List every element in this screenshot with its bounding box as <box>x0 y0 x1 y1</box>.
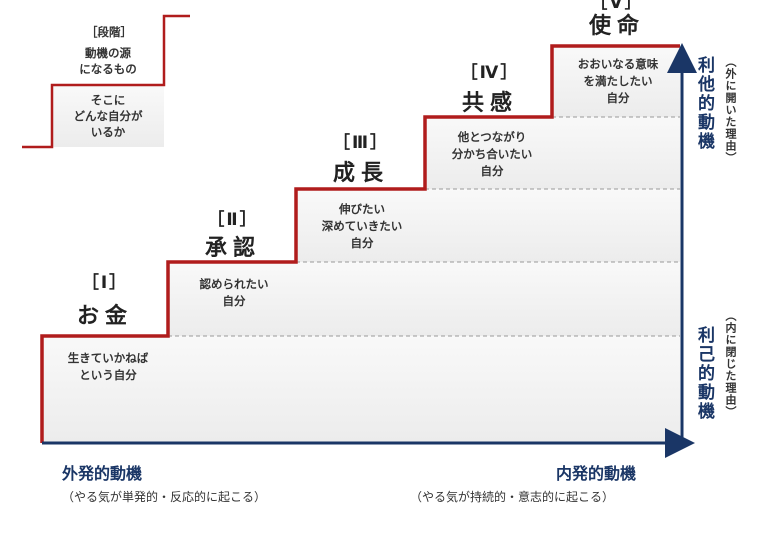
stage-5-name: 使命 <box>588 14 645 39</box>
stage-5-number: ［Ⅴ］ <box>590 0 644 13</box>
band-stage-1 <box>42 336 680 443</box>
stage-3-name: 成長 <box>332 161 389 186</box>
stage-4-number: ［Ⅳ］ <box>460 63 520 83</box>
band-stage-2 <box>168 262 680 336</box>
stage-3-desc: 伸びたい 深めていきたい 自分 <box>321 202 403 250</box>
legend-bottom-text: そこに どんな自分が いるか <box>73 93 143 139</box>
stage-2-number: ［Ⅱ］ <box>207 210 259 230</box>
stage-1-number: ［Ⅰ］ <box>81 273 129 293</box>
stage-2-desc: 認められたい 自分 <box>199 277 269 308</box>
egoistic-sublabel: （内に閉じた理由） <box>724 310 737 418</box>
extrinsic-sublabel: （やる気が単発的・反応的に起こる） <box>62 490 267 504</box>
stage-1-name: お金 <box>76 304 133 329</box>
stage-4-name: 共感 <box>461 91 518 116</box>
stage-4-desc: 他とつながり 分かち合いたい 自分 <box>451 130 533 178</box>
stage-5-desc: おおいなる意味 を満たしたい 自分 <box>577 57 659 105</box>
legend-top-text: 動機の源 になるもの <box>79 46 137 76</box>
legend-step-line <box>22 14 190 149</box>
staircase-line <box>40 44 680 443</box>
intrinsic-sublabel: （やる気が持続的・意志的に起こる） <box>410 490 615 504</box>
legend-header: ［段階］ <box>86 25 132 39</box>
extrinsic-label: 外発的動機 <box>62 464 143 483</box>
altruistic-sublabel: （外に開いた理由） <box>724 56 737 164</box>
band-stage-4 <box>425 117 680 189</box>
altruistic-label: 利他的動機 <box>694 56 714 151</box>
band-stage-3 <box>296 189 680 262</box>
stage-2-name: 承認 <box>204 236 261 261</box>
stage-3-number: ［Ⅲ］ <box>332 133 390 153</box>
intrinsic-label: 内発的動機 <box>556 464 637 483</box>
stage-1-desc: 生きていかねば という自分 <box>67 351 149 382</box>
egoistic-label: 利己的動機 <box>694 326 714 421</box>
band-stage-5 <box>552 46 680 117</box>
band-legend <box>52 85 164 147</box>
